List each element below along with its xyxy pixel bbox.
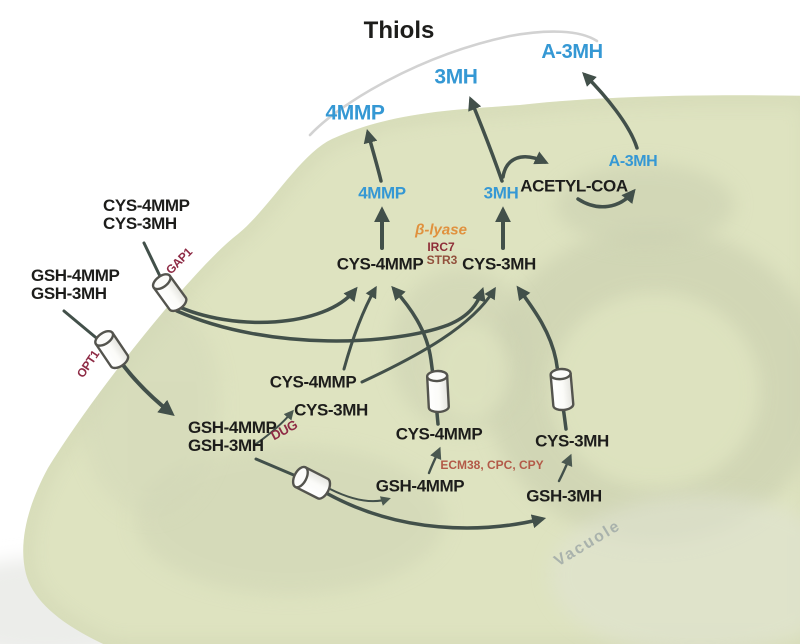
arrow-gsh3mh-to-cys3mh-vac [557, 453, 573, 483]
arrow-cysproducts-to-cys4mmp [342, 285, 377, 371]
cytosol-4mmp-label: 4MMP [358, 183, 406, 203]
gsh-conjugate-line1: GSH-4MMP [31, 266, 120, 285]
cytosol-3mh-label: 3MH [483, 183, 519, 203]
transporter-cylinder-vacuole-import [291, 465, 332, 500]
cytosol-a3mh-label: A-3MH [608, 153, 658, 170]
irc7-label: IRC7 [427, 240, 455, 254]
extracellular-a3mh-label: A-3MH [541, 41, 603, 63]
cytosol-cys3mh-label: CYS-3MH [462, 254, 536, 274]
cytosol-gsh-line1: GSH-4MMP [188, 418, 277, 437]
beta-lyase-label: β-lyase [415, 221, 467, 239]
diagram-title: Thiols [363, 17, 435, 44]
vacuole-gsh4mmp-label: GSH-4MMP [375, 476, 465, 496]
cytosol-gsh-line2: GSH-3MH [188, 436, 264, 455]
arrow-a3mh-export [582, 72, 639, 150]
extracellular-cys-conjugates-label: CYS-4MMP CYS-3MH [103, 197, 190, 233]
arrow-gap1-to-cys3mh [175, 287, 486, 343]
arrow-3mh-export [468, 96, 504, 183]
thiols-arc [308, 30, 599, 137]
vacuole-peptidases-label: ECM38, CPC, CPY [440, 458, 544, 472]
extracellular-3mh-label: 3MH [434, 65, 478, 89]
transporter-cylinders [94, 273, 575, 500]
transporter-cylinder-vacuole-cys4mmp [425, 369, 450, 414]
extracellular-4mmp-label: 4MMP [325, 101, 385, 125]
arrow-cysproducts-to-cys3mh [360, 286, 496, 384]
arrow-gsh4mmp-to-cys4mmp-vac [427, 446, 442, 475]
vacuole-gsh3mh-label: GSH-3MH [526, 486, 602, 506]
arrow-transporter-to-gsh3mh [326, 492, 547, 530]
cytosol-cys3mh-product-label: CYS-3MH [294, 400, 368, 420]
cys-conjugate-line2: CYS-3MH [103, 214, 177, 233]
arrow-3mh-to-acetylcoa [501, 151, 549, 179]
str3-label: STR3 [426, 253, 458, 267]
cell-body [23, 95, 800, 644]
arrow-acetylcoa-to-a3mh [576, 188, 636, 209]
arrow-transporter-to-gsh4mmp [329, 488, 391, 506]
cytosol-cys4mmp-product-label: CYS-4MMP [269, 372, 357, 392]
vacuole-cys4mmp-label: CYS-4MMP [395, 424, 483, 444]
acetyl-coa-label: ACETYL-COA [520, 176, 628, 196]
line-gsh-to-vacuole-transporter [254, 457, 298, 478]
arrow-4mmp-export [363, 128, 383, 183]
cytosol-cys4mmp-label: CYS-4MMP [336, 254, 424, 274]
extracellular-gsh-conjugates-label: GSH-4MMP GSH-3MH [31, 266, 120, 303]
arrow-gap1-to-cys4mmp [173, 286, 358, 325]
transporter-cylinder-gap1 [151, 273, 188, 313]
vacuole-cys3mh-label: CYS-3MH [535, 431, 609, 451]
transporter-cylinder-opt1 [94, 329, 130, 370]
cytosol-gsh-conjugates-label: GSH-4MMP GSH-3MH [188, 418, 277, 455]
cys-conjugate-line1: CYS-4MMP [103, 196, 190, 215]
transporter-cylinder-vacuole-cys3mh [549, 367, 575, 412]
gsh-conjugate-line2: GSH-3MH [31, 284, 107, 303]
arrow-dug [255, 409, 294, 445]
